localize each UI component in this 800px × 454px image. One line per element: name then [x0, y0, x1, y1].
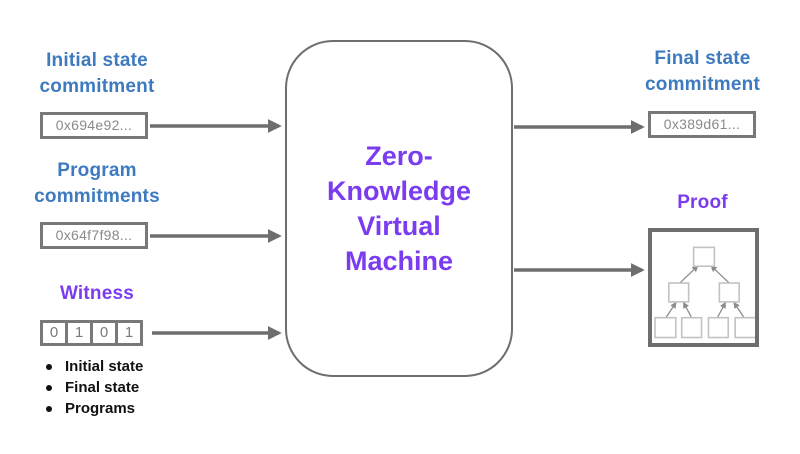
witness-note-programs: Programs	[42, 398, 143, 419]
zkvm-title: Zero- Knowledge Virtual Machine	[326, 140, 471, 276]
initial-state-commitment-value: 0x694e92...	[40, 112, 148, 139]
final-state-commitment-value: 0x389d61...	[648, 111, 756, 138]
witness-bit-3: 1	[115, 320, 143, 346]
proof-label: Proof	[677, 192, 728, 213]
initial-state-commitment-label: Initial state commitment	[39, 50, 155, 97]
merkle-tree-icon	[654, 246, 755, 338]
program-commitments-label: Program commitments	[34, 160, 160, 207]
program-commitments-value: 0x64f7f98...	[40, 222, 148, 249]
final-state-commitment-label: Final state commitment	[645, 48, 760, 95]
witness-bit-1: 1	[65, 320, 93, 346]
witness-bit-cells: 0 1 0 1	[40, 320, 143, 346]
witness-bit-2: 0	[90, 320, 118, 346]
witness-note-final-state: Final state	[42, 377, 143, 398]
witness-label: Witness	[59, 283, 135, 304]
witness-notes-list: Initial state Final state Programs	[42, 356, 143, 419]
zkvm-node: Zero- Knowledge Virtual Machine	[285, 40, 513, 377]
witness-note-initial-state: Initial state	[42, 356, 143, 377]
witness-bit-0: 0	[40, 320, 68, 346]
proof-node	[648, 228, 759, 347]
